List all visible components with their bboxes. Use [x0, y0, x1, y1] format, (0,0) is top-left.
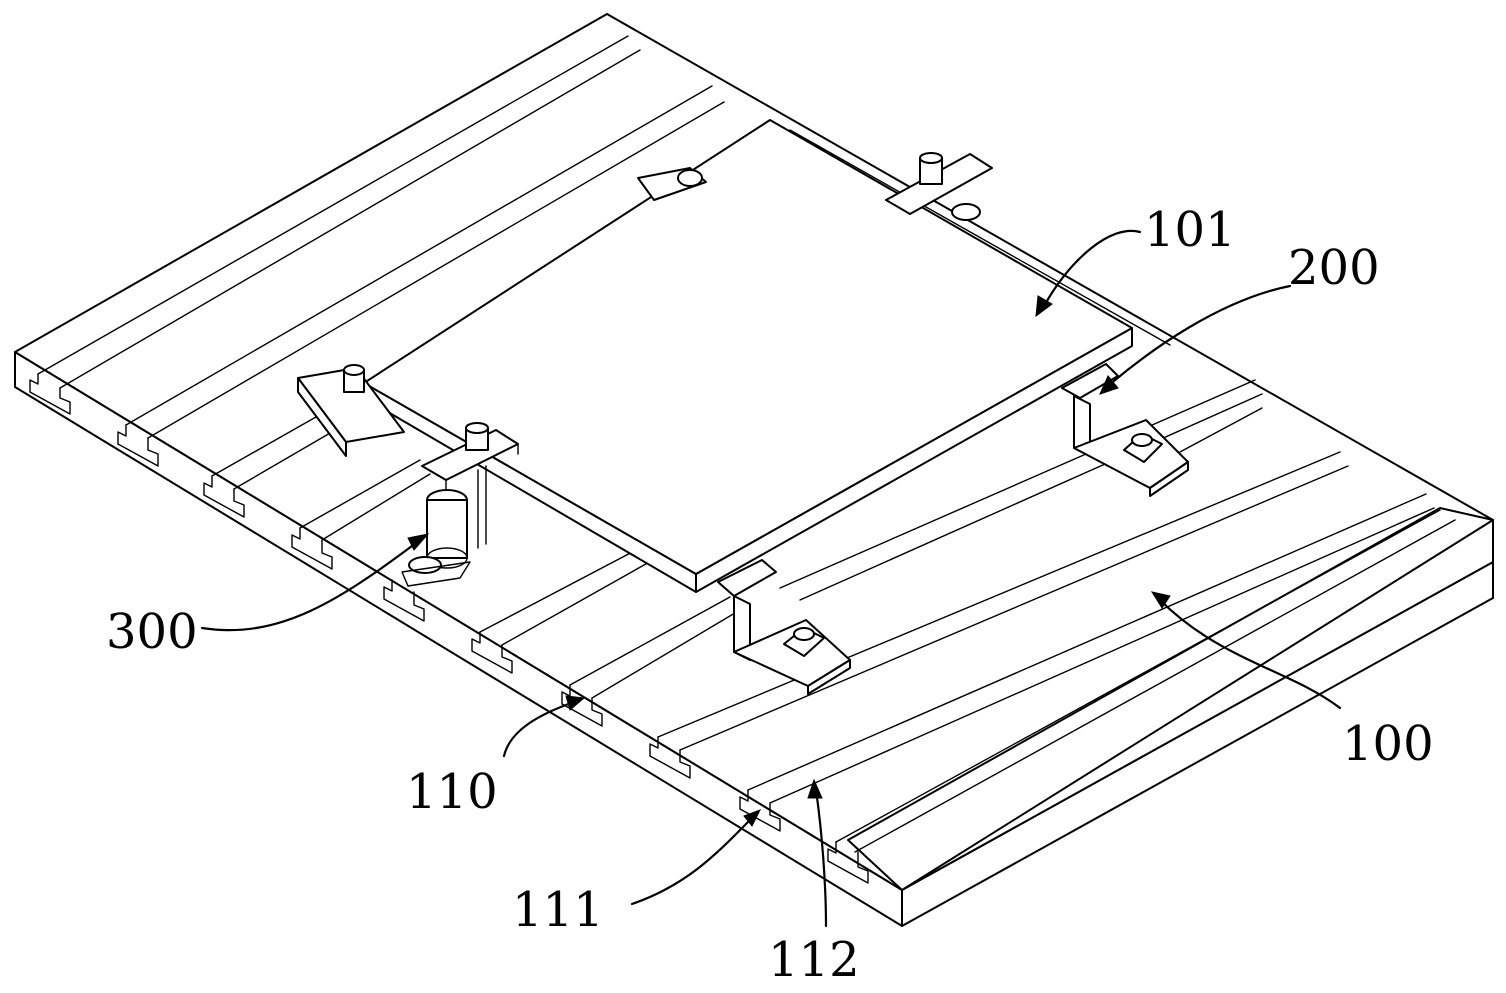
support-post-front — [401, 422, 519, 587]
label-200: 200 — [1288, 240, 1380, 296]
pressing-clamp-right — [1061, 363, 1189, 497]
label-101: 101 — [1144, 202, 1236, 258]
support-post-back — [637, 152, 993, 221]
pressing-clamp-left — [297, 364, 405, 457]
t-slot-profiles — [29, 373, 869, 884]
label-110: 110 — [406, 764, 498, 820]
pressing-clamp-bottom — [717, 559, 851, 695]
reference-labels: 101 200 300 100 110 111 112 — [106, 202, 1434, 988]
label-300: 300 — [106, 604, 198, 660]
label-111: 111 — [512, 882, 604, 938]
leaders — [200, 229, 1342, 928]
label-112: 112 — [768, 932, 860, 988]
label-100: 100 — [1342, 716, 1434, 772]
fixture-plate — [363, 119, 1171, 593]
